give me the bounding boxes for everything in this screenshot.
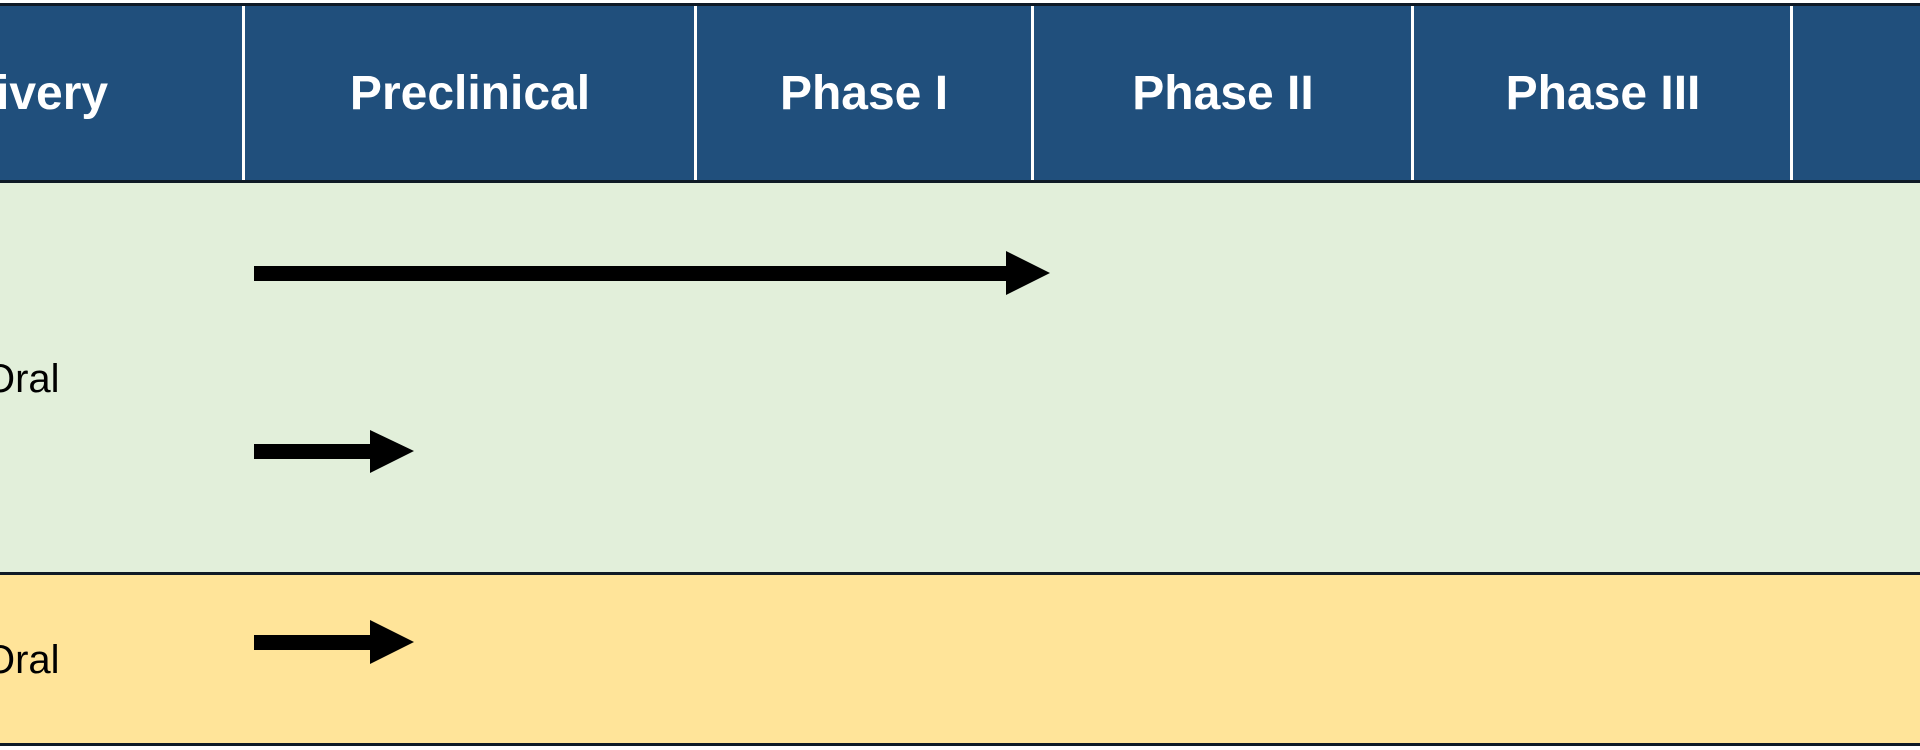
column-header-phase-3: Phase III [1414, 6, 1792, 180]
row-label-route: Oral [0, 638, 60, 682]
column-header-delivery: ivery [0, 6, 243, 180]
column-header-label: Phase II [1132, 66, 1314, 120]
column-header-label: Phase III [1505, 66, 1701, 120]
column-header-label: ivery [0, 66, 109, 120]
row-label-route: Oral [0, 357, 60, 401]
column-header-extra [1793, 6, 1920, 180]
table-row: Oral [0, 572, 1920, 746]
column-header-label: Preclinical [349, 66, 591, 120]
table-row: Oral [0, 183, 1920, 573]
column-divider [694, 6, 697, 180]
column-header-label: Phase I [779, 66, 949, 120]
column-header-phase-2: Phase II [1034, 6, 1412, 180]
column-divider [1031, 6, 1034, 180]
column-header-phase-1: Phase I [697, 6, 1031, 180]
column-divider [242, 6, 245, 180]
column-divider [1790, 6, 1793, 180]
column-header-preclinical: Preclinical [245, 6, 695, 180]
header-row: ivery Preclinical Phase I Phase II Phase… [0, 3, 1920, 183]
column-divider [1411, 6, 1414, 180]
